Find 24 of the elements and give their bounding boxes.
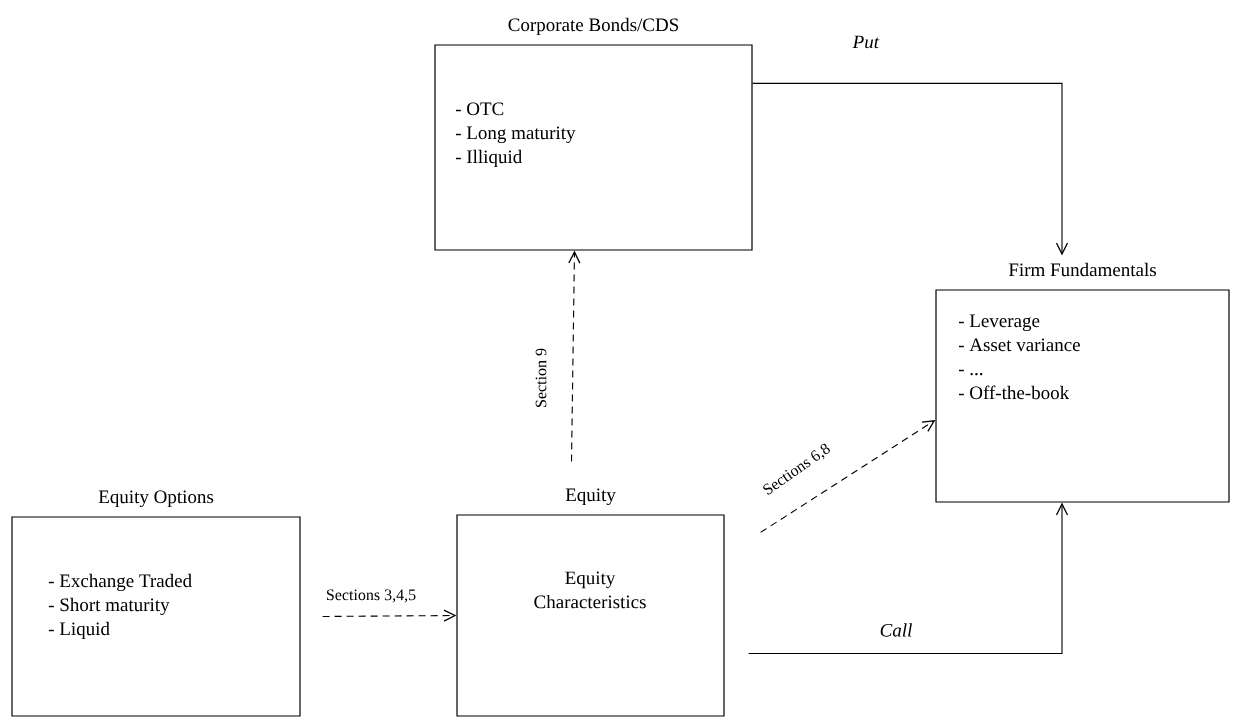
list-item: - Exchange Traded: [48, 573, 192, 592]
box-text: Equity Characteristics: [534, 571, 646, 609]
edge-label: Section 9: [534, 347, 548, 409]
arrow: [568, 250, 581, 462]
list-item: - Short maturity: [48, 597, 170, 616]
list-item: - Liquid: [48, 621, 110, 640]
list-item: - Long maturity: [455, 126, 576, 144]
box-title: Equity: [565, 488, 616, 506]
edge-label: Sections 3,4,5: [324, 588, 418, 604]
arrow: [760, 420, 936, 533]
arrow: [748, 502, 1069, 655]
edge-label: Call: [878, 622, 914, 638]
arrow: [752, 82, 1069, 256]
list-item: - Asset variance: [958, 338, 1080, 352]
edge-label: Put: [851, 34, 881, 50]
list-item: - Leverage: [958, 314, 1040, 332]
list-item: - OTC: [455, 102, 504, 116]
arrow: [322, 609, 457, 622]
box-title: Corporate Bonds/CDS: [508, 17, 679, 36]
list-item: - Off-the-book: [958, 385, 1070, 400]
list-item: - ...: [958, 369, 983, 376]
box-title: Firm Fundamentals: [1008, 262, 1156, 277]
list-item: - Illiquid: [455, 149, 522, 168]
box-title: Equity Options: [98, 490, 214, 508]
